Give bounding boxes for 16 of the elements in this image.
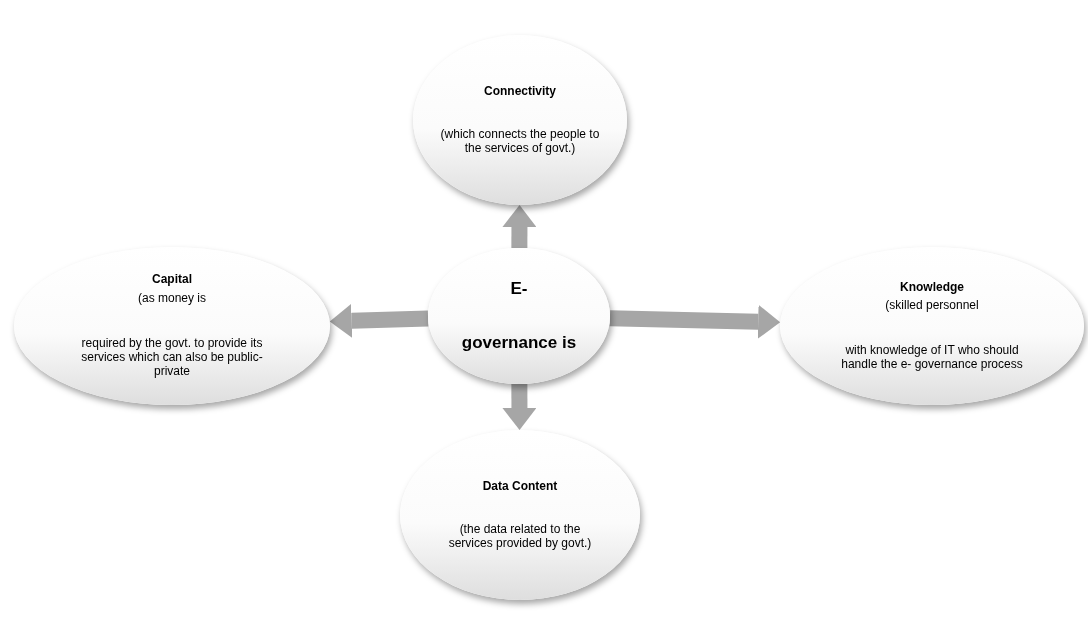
- node-title: Capital: [152, 273, 192, 288]
- node-description: required by the govt. to provide its services which can also be public- private: [80, 335, 264, 379]
- node-description: (as money is: [138, 291, 206, 306]
- node-title: Data Content: [482, 479, 558, 494]
- block-arrow: [502, 383, 537, 430]
- node-description: with knowledge of IT who should handle the e- governance process: [840, 342, 1024, 372]
- block-arrow: [502, 205, 537, 249]
- node-title: Connectivity: [484, 84, 556, 99]
- node-title: Knowledge: [900, 280, 964, 295]
- block-arrow: [329, 303, 429, 338]
- node-description: (skilled personnel: [885, 298, 979, 313]
- center-title: governance is: [461, 333, 577, 353]
- center-title: E-: [510, 279, 528, 299]
- node-description: (the data related to the services provided by govt.): [447, 521, 593, 551]
- block-arrow: [609, 304, 781, 339]
- node-description: (which connects the people to the services of govt.): [439, 126, 601, 156]
